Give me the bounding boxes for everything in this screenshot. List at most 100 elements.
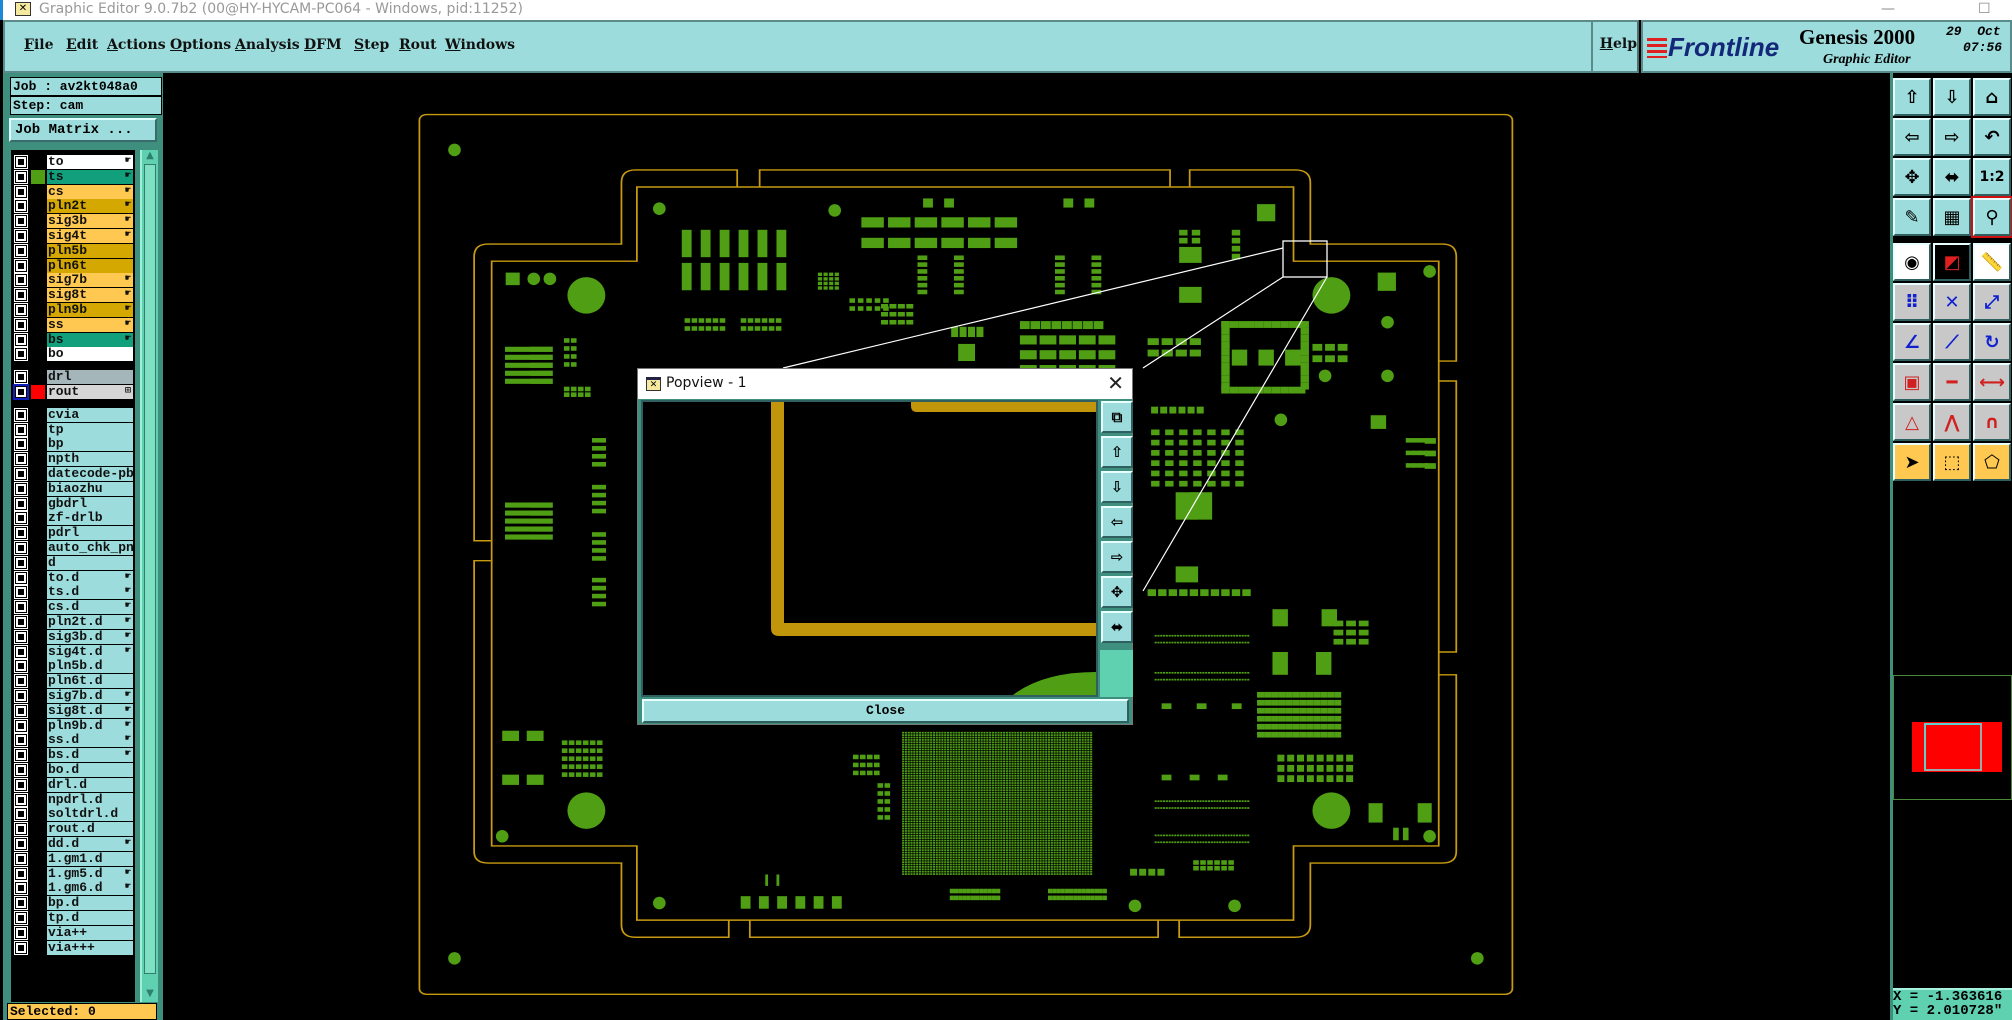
- layer-name[interactable]: cvia: [47, 407, 133, 422]
- layer-name[interactable]: auto_chk_pnl: [47, 541, 133, 555]
- layer-checkbox[interactable]: [14, 837, 28, 851]
- minimize-button[interactable]: —: [1881, 1, 1895, 17]
- layer-name[interactable]: sig3b☛: [47, 214, 133, 229]
- layer-name[interactable]: pln5b.d: [47, 659, 133, 674]
- layer-checkbox[interactable]: [14, 851, 28, 866]
- layer-checkbox[interactable]: [14, 317, 28, 332]
- layer-name[interactable]: sig8t☛: [47, 288, 133, 303]
- layer-row[interactable]: pln6t: [11, 258, 135, 274]
- layer-row[interactable]: dd.d☛: [11, 837, 135, 852]
- layer-name[interactable]: datecode-pbe: [47, 467, 133, 481]
- layer-checkbox[interactable]: [14, 229, 28, 243]
- layer-checkbox[interactable]: [14, 659, 28, 674]
- layer-checkbox[interactable]: [14, 347, 28, 362]
- layer-row[interactable]: sig3b☛: [11, 214, 135, 229]
- layer-row[interactable]: sig4t.d☛: [11, 644, 135, 660]
- layer-name[interactable]: drl: [47, 370, 133, 385]
- layer-name[interactable]: dd.d☛: [47, 837, 133, 851]
- menu-options[interactable]: Options: [170, 37, 232, 53]
- layer-checkbox[interactable]: [14, 155, 28, 169]
- layer-checkbox[interactable]: [14, 585, 28, 600]
- layer-row[interactable]: 1.gm5.d☛: [11, 866, 135, 882]
- layer-name[interactable]: bo.d: [47, 763, 133, 777]
- layer-checkbox[interactable]: [14, 481, 28, 496]
- layer-checkbox[interactable]: [14, 199, 28, 214]
- layer-checkbox[interactable]: [14, 703, 28, 718]
- layer-color-swatch[interactable]: [31, 169, 45, 184]
- layer-row[interactable]: rout⊞: [11, 384, 135, 400]
- layer-row[interactable]: bo.d: [11, 763, 135, 778]
- layer-name[interactable]: pln2t.d☛: [47, 615, 133, 629]
- layer-row[interactable]: pdrl: [11, 526, 135, 541]
- layer-name[interactable]: pln6t.d: [47, 674, 133, 689]
- layer-name[interactable]: ss☛: [47, 317, 133, 332]
- layer-row[interactable]: drl: [11, 370, 135, 385]
- layer-name[interactable]: 1.gm5.d☛: [47, 866, 133, 881]
- layer-name[interactable]: gbdrl: [47, 496, 133, 511]
- layer-row[interactable]: npth: [11, 452, 135, 467]
- scroll-thumb[interactable]: [144, 164, 156, 974]
- layer-row[interactable]: bo: [11, 347, 135, 362]
- layer-name[interactable]: sig8t.d☛: [47, 703, 133, 718]
- layer-row[interactable]: cs☛: [11, 184, 135, 200]
- menu-step[interactable]: Step: [354, 37, 390, 53]
- layer-checkbox[interactable]: [14, 214, 28, 229]
- layer-name[interactable]: sig3b.d☛: [47, 629, 133, 644]
- layer-checkbox[interactable]: [14, 303, 28, 317]
- job-matrix-button[interactable]: Job Matrix ...: [9, 118, 157, 142]
- layer-checkbox[interactable]: [14, 570, 28, 585]
- menu-windows[interactable]: Windows: [445, 37, 516, 53]
- layer-row[interactable]: drl.d: [11, 777, 135, 793]
- layer-row[interactable]: bs☛: [11, 332, 135, 348]
- layer-name[interactable]: rout⊞: [47, 385, 133, 399]
- layer-row[interactable]: bp: [11, 437, 135, 452]
- layer-checkbox[interactable]: [14, 792, 28, 807]
- layer-row[interactable]: auto_chk_pnl: [11, 541, 135, 556]
- layer-checkbox[interactable]: [14, 184, 28, 199]
- layer-checkbox[interactable]: [14, 243, 28, 258]
- layer-row[interactable]: to.d☛: [11, 570, 135, 586]
- layer-row[interactable]: sig8t☛: [11, 288, 135, 303]
- layer-checkbox[interactable]: [14, 258, 28, 273]
- layer-row[interactable]: tp: [11, 422, 135, 438]
- menu-edit[interactable]: Edit: [66, 37, 99, 53]
- layer-name[interactable]: bp: [47, 437, 133, 452]
- layer-checkbox[interactable]: [14, 511, 28, 526]
- layer-checkbox[interactable]: [14, 777, 28, 792]
- layer-checkbox[interactable]: [14, 748, 28, 763]
- layer-row[interactable]: ts.d☛: [11, 585, 135, 600]
- layer-checkbox[interactable]: [14, 332, 28, 347]
- layer-row[interactable]: cvia: [11, 407, 135, 423]
- layer-row[interactable]: sig3b.d☛: [11, 629, 135, 645]
- layer-checkbox[interactable]: [14, 169, 28, 184]
- layer-checkbox[interactable]: [14, 896, 28, 911]
- layer-checkbox[interactable]: [14, 674, 28, 689]
- layer-name[interactable]: zf-drlb: [47, 511, 133, 526]
- layer-name[interactable]: sig4t☛: [47, 229, 133, 243]
- layer-color-swatch[interactable]: [31, 385, 45, 399]
- layer-checkbox[interactable]: [14, 629, 28, 644]
- layer-row[interactable]: sig4t☛: [11, 229, 135, 244]
- layer-name[interactable]: to.d☛: [47, 570, 133, 585]
- layer-row[interactable]: npdrl.d: [11, 792, 135, 808]
- layer-name[interactable]: rout.d: [47, 822, 133, 837]
- layer-name[interactable]: pln9b☛: [47, 303, 133, 317]
- layer-row[interactable]: pln2t.d☛: [11, 615, 135, 630]
- layer-name[interactable]: pln6t: [47, 258, 133, 273]
- layer-row[interactable]: sig7b.d☛: [11, 689, 135, 704]
- layer-checkbox[interactable]: [14, 925, 28, 940]
- layer-row[interactable]: soltdrl.d: [11, 807, 135, 822]
- layer-checkbox[interactable]: [14, 370, 28, 385]
- layer-checkbox[interactable]: [14, 600, 28, 615]
- layer-name[interactable]: via+++: [47, 940, 133, 955]
- layer-checkbox[interactable]: [14, 615, 28, 629]
- layer-name[interactable]: bs☛: [47, 332, 133, 347]
- layer-row[interactable]: d: [11, 555, 135, 571]
- layer-checkbox[interactable]: [14, 881, 28, 896]
- layer-row[interactable]: bs.d☛: [11, 748, 135, 763]
- menu-actions[interactable]: Actions: [107, 37, 166, 53]
- layer-name[interactable]: ss.d☛: [47, 733, 133, 748]
- layer-checkbox[interactable]: [14, 407, 28, 422]
- layer-row[interactable]: via++: [11, 925, 135, 941]
- layer-checkbox[interactable]: [13, 384, 29, 400]
